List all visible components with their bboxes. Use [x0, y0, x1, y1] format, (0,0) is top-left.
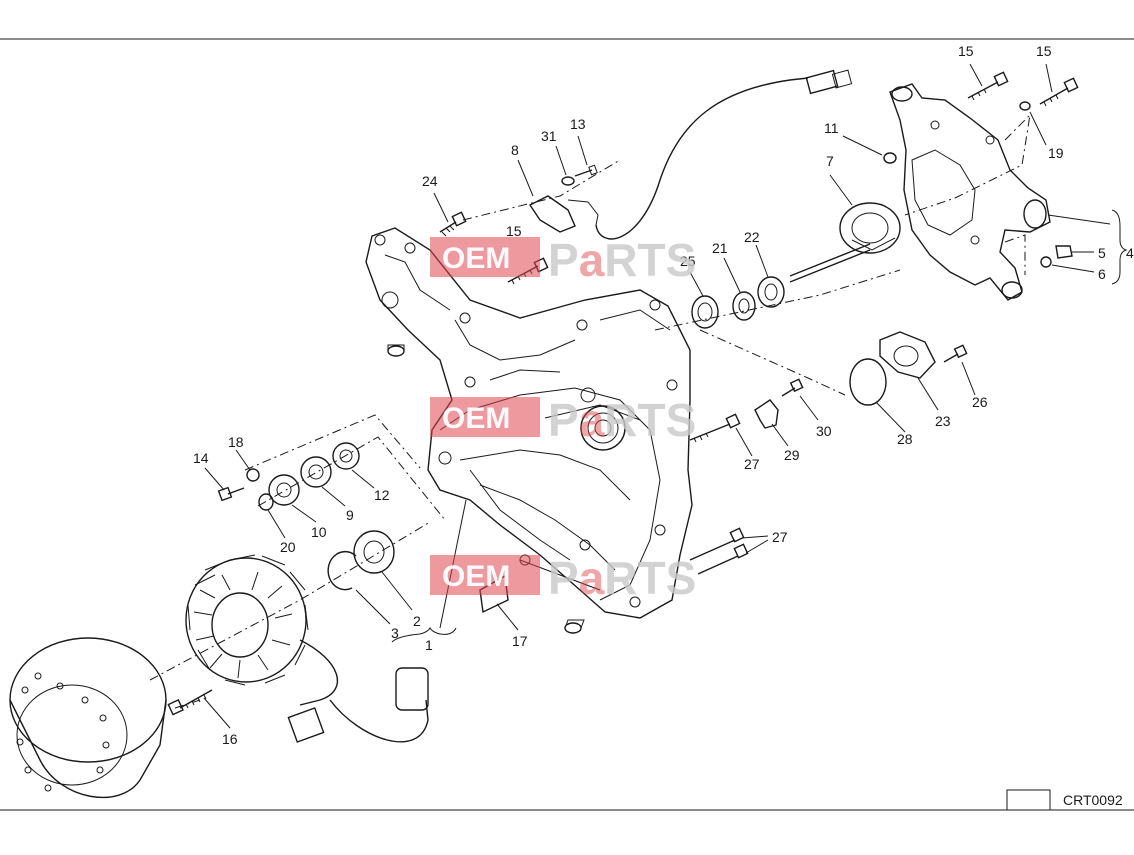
callout-25: 25 [680, 253, 696, 269]
callout-19: 19 [1048, 145, 1064, 161]
water-pump-cover [889, 83, 1051, 301]
bearing-9 [300, 456, 332, 488]
callout-2: 2 [413, 613, 421, 629]
dowel-pin-top [387, 344, 405, 357]
water-pump-impeller-shaft [789, 202, 901, 283]
svg-text:PaRTS: PaRTS [548, 234, 696, 286]
callout-7: 7 [826, 153, 834, 169]
callout-5: 5 [1098, 245, 1106, 261]
dowel-pin-bottom [564, 619, 585, 634]
svg-text:PaRTS: PaRTS [548, 552, 696, 604]
callout-16: 16 [222, 731, 238, 747]
svg-text:OEM: OEM [442, 560, 510, 593]
callout-1: 1 [425, 637, 433, 653]
sensor-washer [561, 176, 575, 186]
brace-4 [1111, 209, 1128, 285]
rotor-bolt-16 [167, 689, 213, 716]
drain-plug-5 [1055, 245, 1073, 259]
pump-dowel-11 [883, 152, 897, 164]
callout-27-lower: 27 [772, 529, 788, 545]
cap-23 [879, 331, 936, 379]
o-ring-28 [849, 358, 887, 406]
code-box [1006, 789, 1051, 811]
bracket-29 [754, 399, 779, 429]
callout-29: 29 [784, 447, 800, 463]
callout-17: 17 [512, 633, 528, 649]
screw-26 [943, 344, 968, 363]
drain-washer-6 [1040, 256, 1052, 268]
callout-10: 10 [311, 524, 327, 540]
svg-text:OEM: OEM [442, 402, 510, 435]
callout-24: 24 [422, 173, 438, 189]
pump-seal-21 [732, 291, 756, 321]
callout-21: 21 [712, 240, 728, 256]
callout-15-pump-right: 15 [1036, 43, 1052, 59]
bearing-2 [353, 530, 395, 574]
callout-13: 13 [570, 116, 586, 132]
callout-9: 9 [346, 507, 354, 523]
callout-31: 31 [541, 128, 557, 144]
screw-27-lower [689, 527, 749, 575]
screw-30 [781, 378, 804, 397]
washer-18 [246, 468, 260, 482]
callout-28: 28 [897, 431, 913, 447]
callout-27-upper: 27 [744, 456, 760, 472]
callout-15-pump-left: 15 [958, 43, 974, 59]
callout-22: 22 [744, 229, 760, 245]
callout-8: 8 [511, 142, 519, 158]
callout-14: 14 [193, 450, 209, 466]
svg-text:PaRTS: PaRTS [548, 394, 696, 446]
sensor-screw [574, 164, 598, 177]
leader-lines [203, 63, 1111, 729]
pump-bearing-22 [757, 276, 785, 308]
svg-text:OEM: OEM [442, 242, 510, 275]
crankcase-cover [365, 227, 693, 619]
callout-20: 20 [280, 539, 296, 555]
pump-seal-25 [691, 295, 719, 329]
callout-11: 11 [824, 120, 839, 136]
screw-27-upper [689, 413, 741, 443]
screw-15-pump-left [967, 71, 1009, 101]
callout-4: 4 [1126, 245, 1134, 261]
callout-6: 6 [1098, 266, 1106, 282]
stator [185, 554, 429, 743]
seal-12 [332, 442, 360, 470]
callout-30: 30 [816, 423, 832, 439]
screw-15-pump-right [1039, 77, 1079, 107]
watermark-top: OEM PaRTS [430, 234, 696, 286]
brace-1 [391, 626, 457, 643]
callout-3: 3 [391, 625, 399, 641]
rotor [9, 637, 167, 799]
circlip-3 [327, 550, 357, 591]
screw-24 [439, 211, 467, 237]
screw-14 [217, 486, 245, 502]
circlip-20 [258, 493, 274, 511]
pickup-sensor [528, 69, 853, 240]
callout-26: 26 [972, 394, 988, 410]
callout-15-center: 15 [506, 223, 522, 239]
watermark-middle: OEM PaRTS [430, 394, 696, 446]
callout-18: 18 [228, 434, 244, 450]
callout-labels: 1 2 3 4 5 6 7 8 9 10 11 12 13 14 15 15 1… [193, 43, 1134, 747]
washer-19 [1019, 101, 1031, 111]
callout-12: 12 [374, 487, 390, 503]
bearing-10 [268, 474, 300, 506]
callout-23: 23 [935, 413, 951, 429]
watermark-bottom: OEM PaRTS [430, 552, 696, 604]
diagram-code: CRT0092 [1063, 792, 1123, 808]
